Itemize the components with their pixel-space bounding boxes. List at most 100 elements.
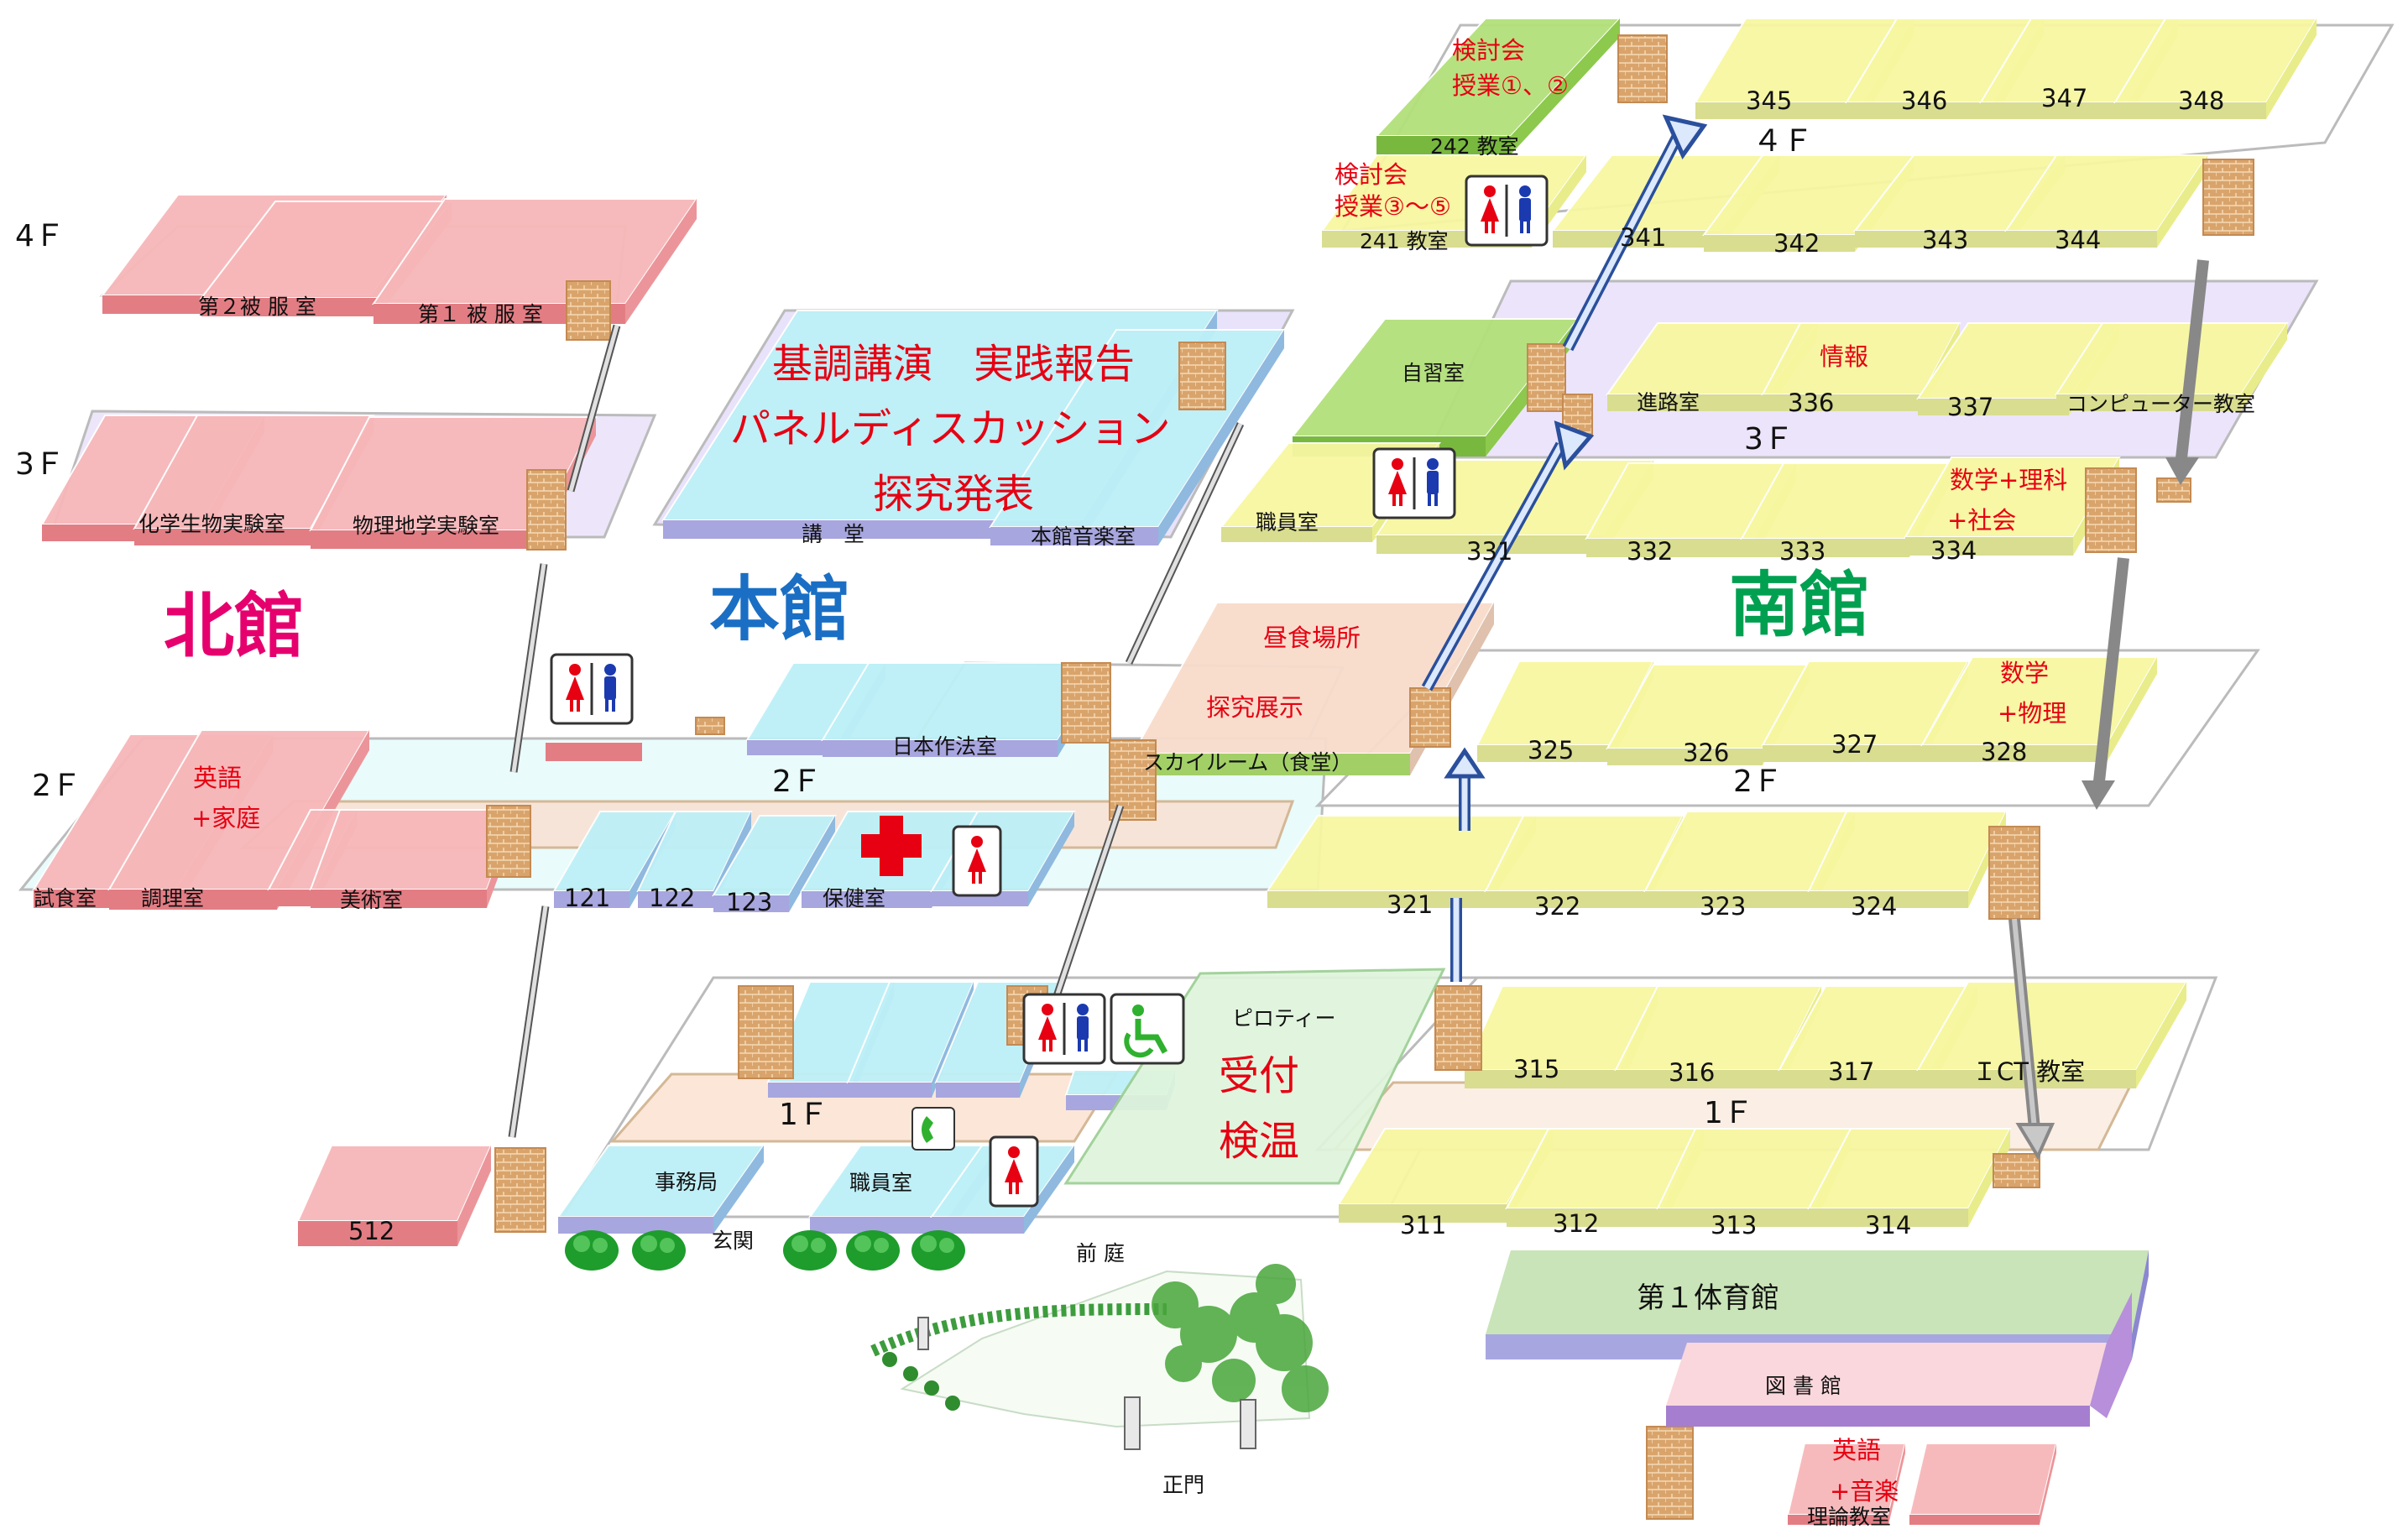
room-337: 337 [1947,393,1993,421]
restroom-icon [1022,993,1106,1065]
gym-top [1486,1250,2149,1334]
room-512-block [296,1145,493,1246]
south-stairs-4f-icon [1617,34,1668,103]
front-garden [870,1264,1329,1450]
restroom-icon [1465,175,1549,247]
gatepost-left [1124,1396,1141,1450]
room-riron: 理論教室 [1807,1505,1891,1529]
room-number-label: 322 [1534,892,1580,921]
tree-icon [783,1230,837,1271]
south-stairs-2f-b-icon [1988,826,2040,920]
event-panel: パネルディスカッション [730,405,1171,452]
room-hoken: 保健室 [823,886,885,911]
room-bijutsu: 美術室 [340,888,403,912]
restroom-icon [1372,447,1456,519]
labels: 北館 本館 南館 4Ｆ 3Ｆ 2Ｆ 第２被 服 室 第１ 被 服 室 化学生物実… [15,36,2255,1529]
south-floor-3f: 3Ｆ [1744,422,1794,457]
north-stairs-3f-icon [526,469,567,551]
room-242: 242 教室 [1430,134,1519,159]
south-1f-ict [1916,981,2188,1088]
gym-side [2132,1250,2149,1359]
restroom-icon [550,653,634,725]
south-up-arrow-2f [1444,747,1486,831]
room-number-label: 323 [1700,892,1746,921]
tree-icon [565,1230,619,1271]
label-uketsuke: 受付 [1219,1052,1299,1099]
room-main-shokuin: 職員室 [849,1171,912,1195]
label-piloti: ピロティー [1232,1006,1336,1031]
library-side [2090,1292,2132,1418]
main-1f-room-2 [846,981,975,1098]
tree-icon [632,1230,686,1271]
label-genkan: 玄関 [712,1229,754,1253]
first-aid-cross-icon [861,816,922,876]
room-122: 122 [649,884,695,912]
north-restroom-block [546,742,642,761]
south-4f-344 [2004,154,2209,248]
restroom-icon [952,825,1002,897]
telephone-icon [911,1107,955,1151]
library-front [1666,1406,2090,1427]
gatepost-small [917,1317,929,1350]
library-stairs-icon [1646,1426,1694,1520]
room-number-label: 312 [1553,1209,1599,1238]
room-number-label: 316 [1669,1058,1715,1087]
event-tankyu: 探究発表 [873,471,1034,518]
south-floor-2f: 2Ｆ [1733,764,1783,799]
room-number-label: 346 [1901,86,1947,115]
room-number-label: 321 [1387,890,1433,919]
north-floor-2f: 2Ｆ [32,769,81,803]
main-stairs-2f-icon [1061,662,1111,744]
south-4f-348 [2113,18,2318,119]
event-joho: 情報 [1820,342,1868,371]
north-floor-3f: 3Ｆ [15,447,65,482]
room-south-shokuin: 職員室 [1256,510,1319,535]
north-4f-room-4 [372,198,698,324]
room-nihon: 日本作法室 [892,734,997,759]
south-2f-323 [1643,811,1857,908]
room-number-label: 324 [1851,892,1897,921]
library-top [1666,1343,2107,1406]
room-number-label: 327 [1831,730,1878,759]
north-3f-2f-arrow [509,563,548,773]
south-floor-4f: ４Ｆ [1752,124,1813,159]
room-jishu: 自習室 [1402,361,1465,385]
room-number-label: ＩCT 教室 [1972,1057,2085,1086]
room-library: 図 書 館 [1765,1374,1841,1398]
south-stairs-3f-d-icon [2156,477,2191,503]
south-stairs-3f-icon [1527,343,1566,412]
gatepost-right [1240,1399,1256,1449]
main-stairs-1f-icon [738,985,794,1079]
room-number-label: 311 [1400,1211,1446,1239]
restroom-icon [989,1135,1039,1208]
tree-icon [846,1230,900,1271]
south-up-arrow-4f [1562,114,1708,352]
room-main-music: 本館音楽室 [1031,524,1136,549]
room-number-label: 347 [2041,84,2087,112]
room-number-label: 315 [1513,1055,1559,1083]
event-334-2: +社会 [1947,506,2016,535]
room-jimu: 事務局 [655,1170,718,1194]
north-2f-1f-arrow [508,905,550,1138]
label-seimon: 正門 [1162,1473,1204,1497]
room-number-label: 332 [1627,537,1673,566]
room-number-label: 342 [1773,229,1820,258]
south-stairs-1f-b-icon [1993,1153,2040,1188]
event-keynote: 基調講演 実践報告 [772,341,1135,388]
event-music-2: +音楽 [1830,1477,1899,1506]
room-336: 336 [1788,389,1834,417]
south-stairs-3f-c-icon [2085,467,2137,553]
main-2f-123 [712,815,837,912]
event-english-home-1: 英語 [193,764,242,792]
event-241-2: 授業③〜⑤ [1335,192,1451,221]
south-2f-328 [1920,656,2159,762]
event-242-2: 授業①、② [1452,71,1569,100]
north-stairs-4f-icon [566,280,611,341]
room-number-label: 313 [1711,1211,1757,1239]
room-number-label: 317 [1828,1057,1874,1086]
south-up-arrow-3f [1421,420,1595,691]
north-stairs-1f-icon [494,1147,546,1233]
room-number-label: 331 [1466,537,1512,566]
